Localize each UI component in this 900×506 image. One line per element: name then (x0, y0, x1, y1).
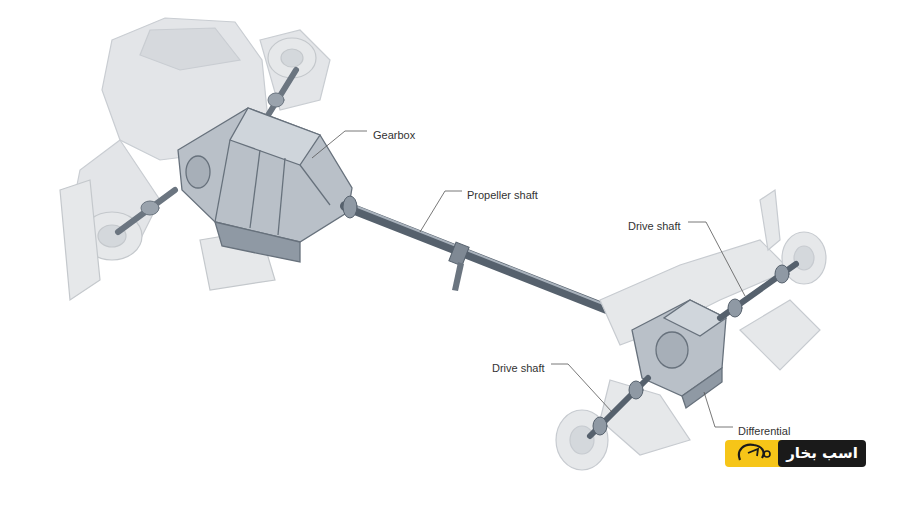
label-anchor: Gearbox (372, 125, 416, 143)
part-label: Gearbox (372, 129, 416, 141)
part-label: Drive shaft (627, 220, 682, 232)
part-label: Differential (737, 425, 791, 437)
leader-line (312, 131, 745, 427)
label-anchor: Propeller shaft (466, 185, 539, 203)
part-label: Drive shaft (491, 362, 546, 374)
gearbox-body (178, 108, 352, 262)
rear-subframe (556, 190, 826, 470)
differential-body (632, 300, 726, 408)
propeller-shaft (343, 196, 640, 329)
part-label: Propeller shaft (466, 189, 539, 201)
label-anchor: Drive shaft (491, 358, 546, 376)
label-anchor: Drive shaft (627, 216, 682, 234)
watermark: اسب بخار (785, 444, 859, 462)
rear-drive-shaft (590, 264, 796, 436)
logo-badge (725, 440, 866, 467)
label-anchor: Differential (737, 421, 791, 439)
label-anchor: اسب بخار (785, 444, 859, 462)
